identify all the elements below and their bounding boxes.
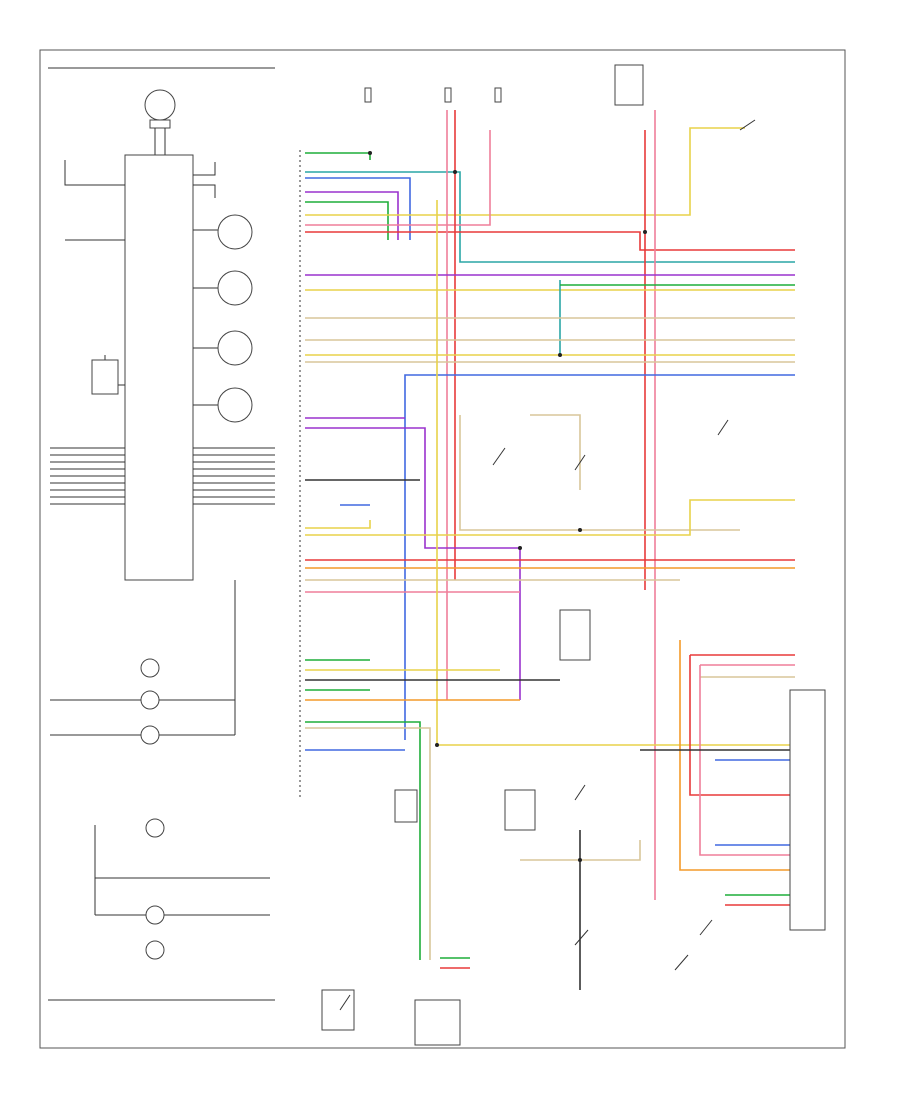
sensor-block — [91, 359, 119, 395]
module-block — [414, 999, 461, 1046]
lamp-icon — [145, 818, 165, 838]
gauge-icon — [217, 387, 253, 423]
lamp-icon — [140, 725, 160, 745]
module-block — [559, 609, 591, 661]
relay-block — [504, 789, 536, 831]
diagram-frame — [39, 49, 846, 1049]
sensor-block — [394, 789, 418, 823]
wiring-harness — [305, 110, 795, 990]
instrument-cluster-section — [50, 89, 275, 960]
switch-block — [614, 64, 644, 106]
lamp-icon — [145, 905, 165, 925]
lamp-icon — [140, 690, 160, 710]
gauge-icon — [217, 270, 253, 306]
connector-block — [789, 689, 826, 931]
gauge-icon — [217, 330, 253, 366]
gauge-icon — [217, 214, 253, 250]
instrument-cluster-block — [124, 154, 194, 581]
lamp-icon — [145, 940, 165, 960]
lamp-icon — [140, 658, 160, 678]
bulb-icon — [144, 89, 176, 121]
components — [321, 64, 826, 1046]
